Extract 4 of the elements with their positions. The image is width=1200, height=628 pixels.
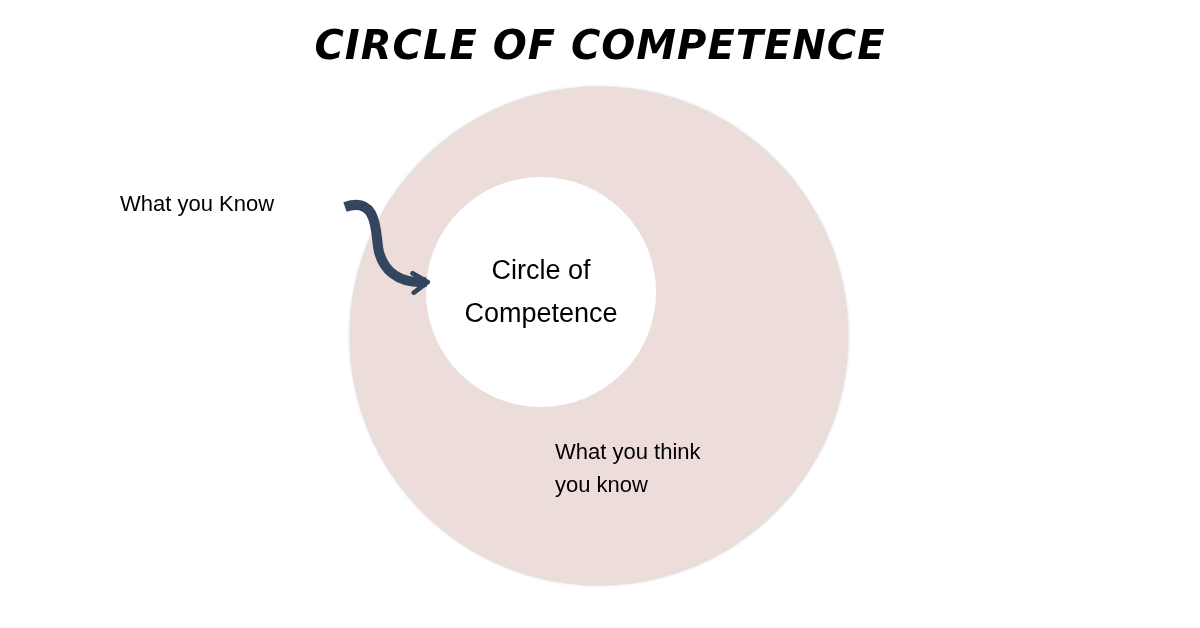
callout-text: What you Know [120, 191, 275, 216]
circle-label: Circle of Competence [463, 254, 619, 330]
title: CIRCLE OF COMPETENCE [314, 21, 886, 70]
ring-label: What you think you know [555, 438, 702, 499]
